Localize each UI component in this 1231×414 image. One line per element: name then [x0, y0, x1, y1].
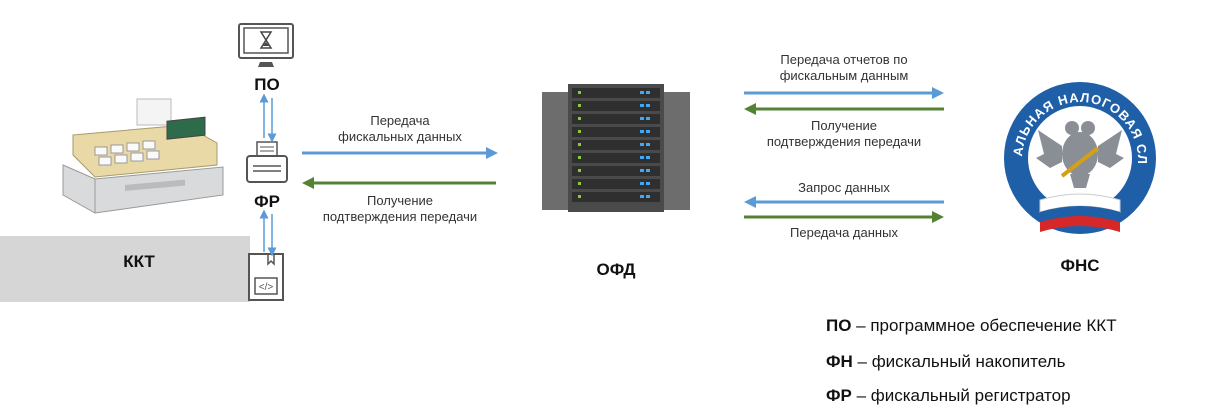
code-book-icon: </>	[248, 253, 284, 301]
legend-desc: – программное обеспечение ККТ	[851, 316, 1117, 335]
fr-to-ofd-line1: Передача	[370, 113, 430, 128]
legend-item-fn: ФН – фискальный накопитель	[826, 352, 1065, 372]
legend-desc: – фискальный накопитель	[852, 352, 1066, 371]
ofd-fns-bottom-arrows	[744, 196, 944, 223]
legend-item-po: ПО – программное обеспечение ККТ	[826, 316, 1117, 336]
server-rack-icon	[542, 84, 690, 212]
fr-label: ФР	[254, 192, 280, 211]
fns-to-ofd-confirm-label: Получение подтверждения передачи	[742, 118, 946, 150]
fns-to-ofd-confirm-line1: Получение	[810, 118, 878, 133]
ofd-to-fr-line1: Получение	[366, 193, 434, 208]
fns-label: ФНС	[1060, 256, 1100, 275]
ofd-to-fr-label: Получение подтверждения передачи	[300, 193, 500, 225]
legend-desc: – фискальный регистратор	[851, 386, 1071, 405]
printer-icon	[246, 141, 288, 183]
ofd-to-fns-data-label: Передача данных	[790, 225, 898, 240]
floor-shape	[0, 236, 250, 302]
fr-to-ofd-line2: фискальных данных	[338, 129, 462, 144]
vertical-arrows	[259, 93, 277, 257]
fr-to-ofd-label: Передача фискальных данных	[300, 113, 500, 145]
ofd-fns-top-arrows	[744, 87, 944, 115]
cash-register-icon	[62, 98, 224, 214]
fns-to-ofd-request-label: Запрос данных	[798, 180, 890, 195]
fns-emblem-logo: ФЕДЕРАЛЬНАЯ НАЛОГОВАЯ СЛУЖБА	[1000, 76, 1156, 234]
fr-ofd-arrows	[302, 147, 498, 189]
svg-text:</>: </>	[259, 282, 274, 293]
monitor-hourglass-icon	[238, 23, 294, 67]
fns-to-ofd-confirm-line2: подтверждения передачи	[766, 134, 922, 149]
kkt-label: ККТ	[123, 252, 155, 271]
ofd-to-fns-reports-line2: фискальным данным	[779, 68, 909, 83]
ofd-label: ОФД	[596, 260, 636, 279]
legend-abbr: ФР	[826, 386, 852, 405]
legend-item-fr: ФР – фискальный регистратор	[826, 386, 1071, 406]
ofd-to-fr-line2: подтверждения передачи	[322, 209, 478, 224]
legend-abbr: ФН	[826, 352, 853, 371]
ofd-to-fns-reports-label: Передача отчетов по фискальным данным	[742, 52, 946, 84]
legend-abbr: ПО	[826, 316, 852, 335]
po-label: ПО	[254, 75, 280, 94]
ofd-to-fns-reports-line1: Передача отчетов по	[780, 52, 908, 67]
